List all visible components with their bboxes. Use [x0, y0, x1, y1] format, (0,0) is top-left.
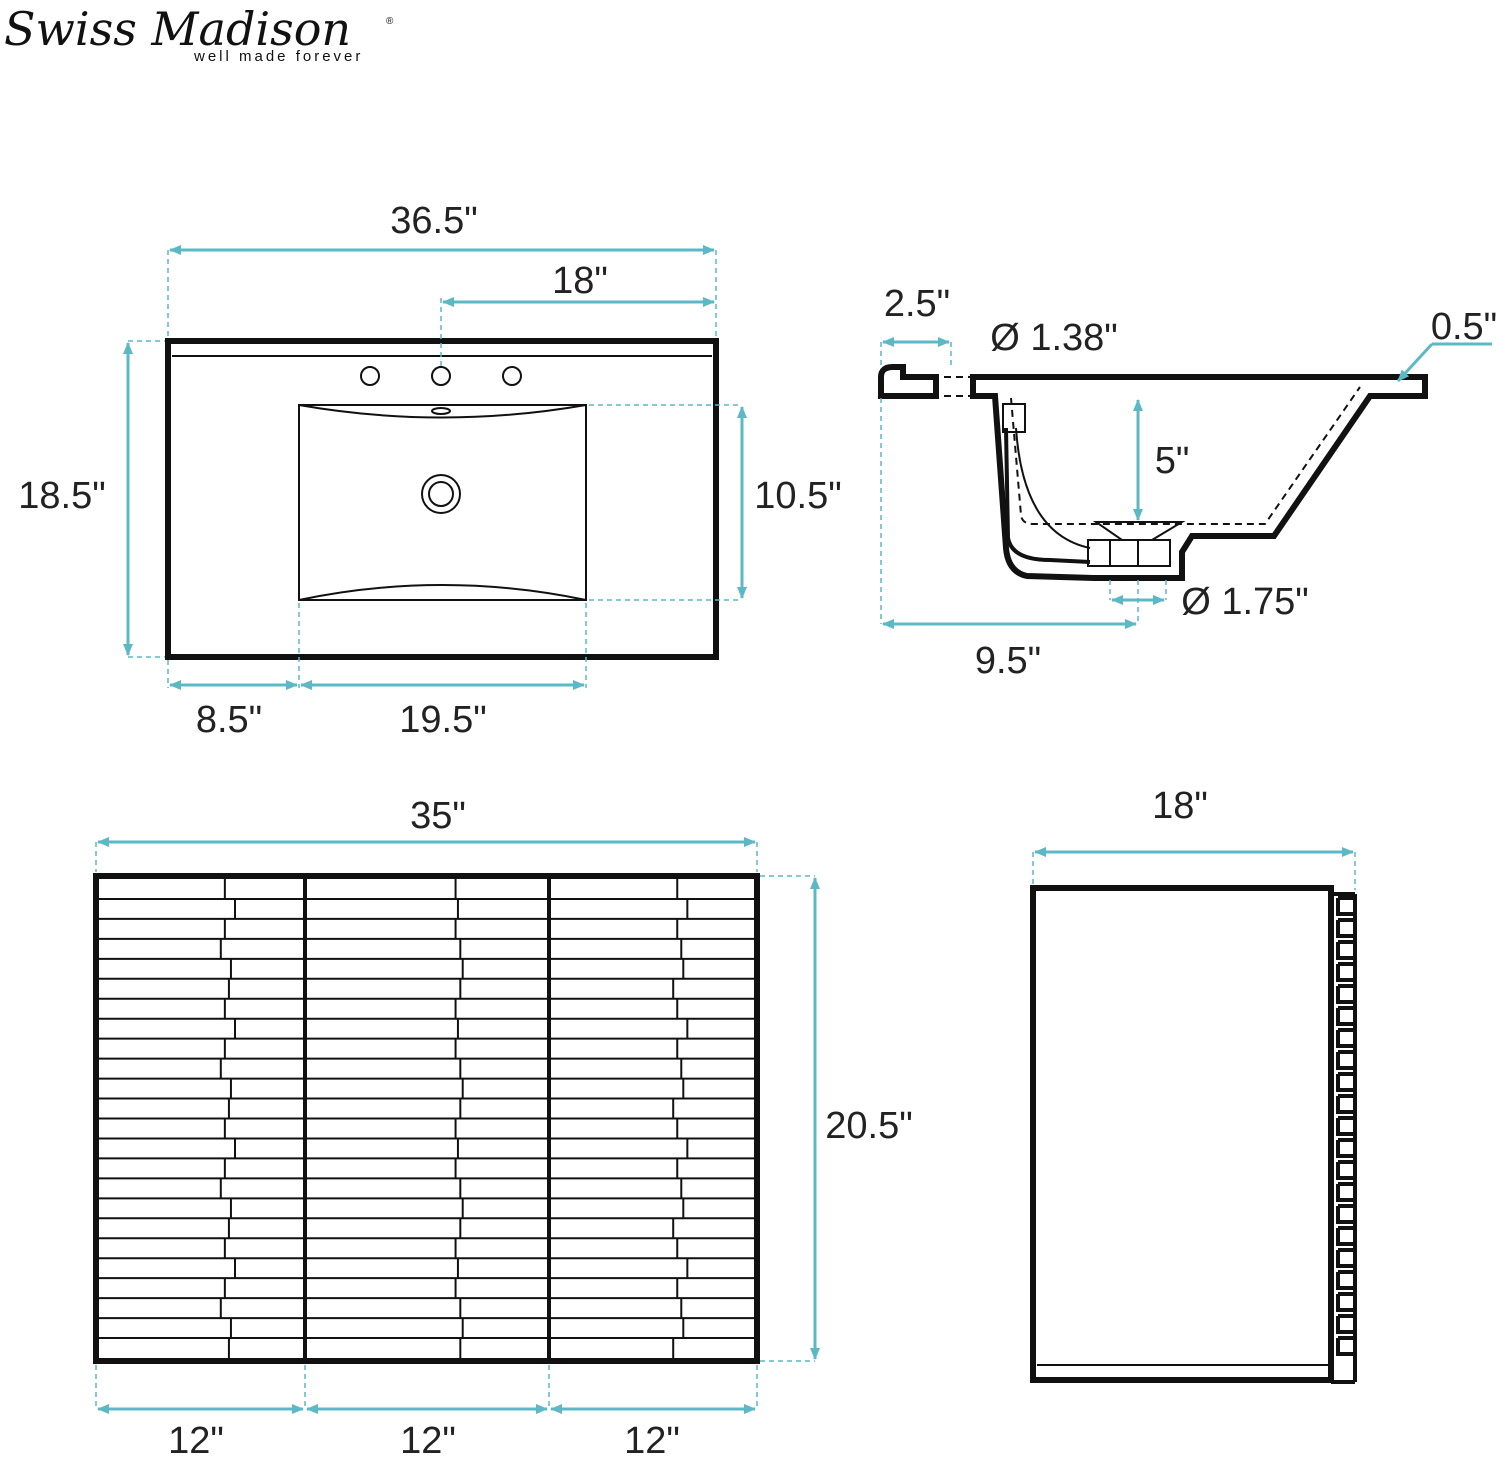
cabinet-front-outline [93, 873, 760, 1364]
faucet-hole-left [360, 366, 380, 386]
drain-inner [428, 481, 454, 507]
side-view: 18" [1030, 785, 1357, 1384]
section-view: 2.5" Ø 1.38" 0.5" 5" Ø 1.75" 9.5" [878, 283, 1497, 682]
basin-back-curve [298, 404, 587, 419]
back-lip-profile [878, 364, 939, 399]
sink-section-profile [970, 374, 1428, 581]
faucet-hole-right [502, 366, 522, 386]
dim-drain-diameter: Ø 1.75" [1181, 581, 1309, 623]
dim-depth: 18.5" [18, 475, 105, 517]
overflow-channel-outer [1004, 427, 1091, 564]
dim-drain-offset: 9.5" [975, 640, 1041, 682]
faucet-hole-center [431, 366, 451, 386]
brand-logo: Swiss Madison ® well made forever [4, 2, 394, 65]
drain-throat [1109, 539, 1139, 567]
dim-panel-right: 12" [624, 1420, 680, 1460]
dim-overall-width: 36.5" [390, 200, 477, 242]
dim-bowl-depth: 5" [1155, 440, 1190, 482]
cabinet-side-outline [1030, 885, 1334, 1383]
dim-overflow-diameter: Ø 1.38" [990, 317, 1118, 359]
drain-body [1087, 539, 1171, 567]
dim-panel-center: 12" [400, 1420, 456, 1460]
front-view: 35" 20.5" 12" 12" 12" [93, 795, 913, 1460]
dim-panel-left: 12" [168, 1420, 224, 1460]
overflow-slot [431, 407, 451, 415]
top-view: 36.5" 18" 18.5" 10.5" 8.5" 19.5" [18, 200, 841, 741]
basin-outline [298, 404, 587, 601]
brand-tagline: well made forever [193, 48, 363, 65]
dim-rim-thickness: 0.5" [1431, 306, 1497, 348]
drain-outer [421, 474, 461, 514]
registered-mark: ® [386, 16, 394, 27]
overflow-port [1002, 403, 1026, 433]
dim-lip-width: 2.5" [884, 283, 950, 325]
overflow-channel-inner [1015, 427, 1091, 549]
dim-basin-width: 19.5" [399, 699, 486, 741]
countertop-outline [165, 338, 719, 660]
dim-left-offset: 8.5" [196, 699, 262, 741]
dim-front-height: 20.5" [825, 1105, 912, 1147]
dim-faucet-center: 18" [552, 260, 608, 302]
dim-basin-depth: 10.5" [754, 475, 841, 517]
inner-bowl-line [1010, 386, 1361, 525]
drawer-slats [99, 879, 754, 1358]
dim-side-depth: 18" [1152, 785, 1208, 827]
brand-name: Swiss Madison [4, 2, 351, 56]
basin-front-curve [298, 584, 587, 601]
dim-front-width: 35" [410, 795, 466, 837]
rim-0-5-arrow [1396, 342, 1434, 383]
side-slat-profile [1331, 892, 1355, 1384]
